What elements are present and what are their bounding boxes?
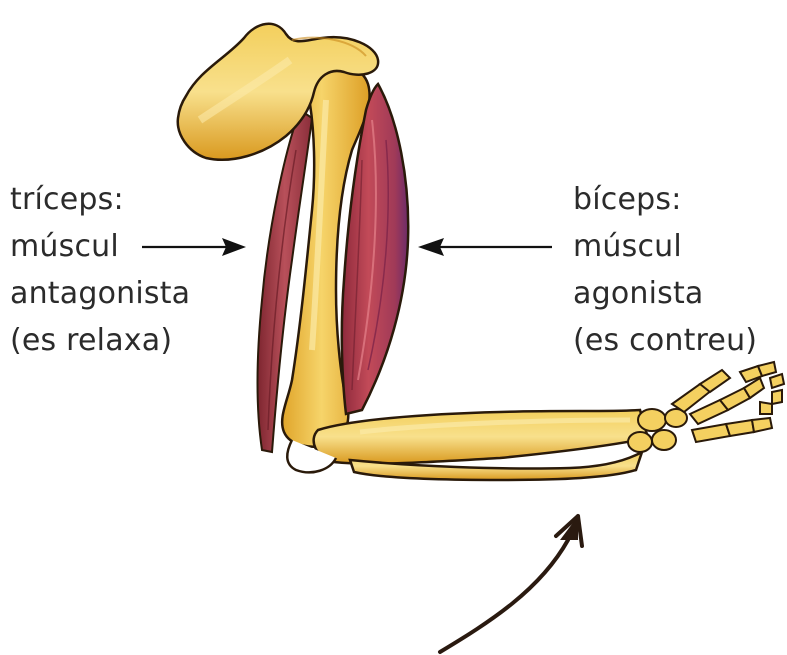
biceps-label-line1: bíceps: <box>573 176 757 223</box>
biceps-label-line4: (es contreu) <box>573 317 757 364</box>
triceps-label-line1: tríceps: <box>10 176 190 223</box>
triceps-label-line2: múscul <box>10 223 190 270</box>
triceps-label-line4: (es relaxa) <box>10 317 190 364</box>
triceps-label: tríceps: múscul antagonista (es relaxa) <box>10 176 190 364</box>
flexion-motion-arrow <box>440 516 582 652</box>
biceps-label: bíceps: múscul agonista (es contreu) <box>573 176 757 364</box>
biceps-label-line3: agonista <box>573 270 757 317</box>
triceps-label-line3: antagonista <box>10 270 190 317</box>
biceps-pointer-arrow <box>418 238 552 256</box>
hand-bones <box>628 362 784 452</box>
biceps-label-line2: múscul <box>573 223 757 270</box>
